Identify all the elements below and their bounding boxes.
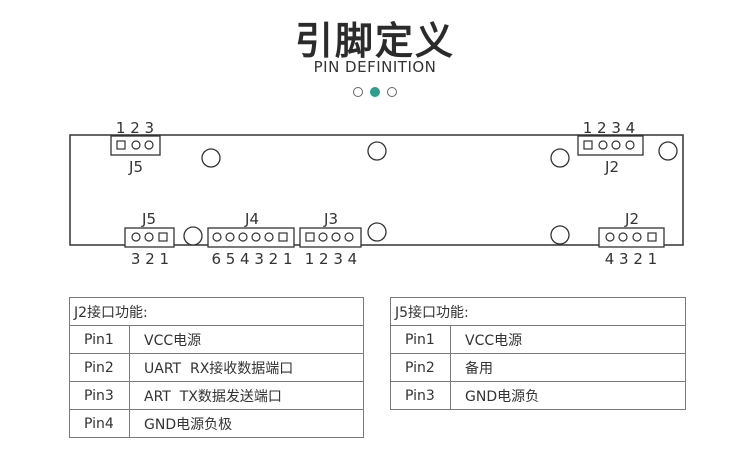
j5-top-label: J5 — [128, 158, 143, 176]
mounting-hole — [658, 141, 678, 161]
j3-label: J3 — [323, 210, 338, 228]
j5-bottom-pin-numbers: 3 2 1 — [131, 250, 169, 268]
j2-top-label: J2 — [604, 158, 619, 176]
connector-j3 — [299, 227, 362, 248]
function-cell: VCC电源 — [450, 325, 686, 354]
pin-cell: Pin2 — [69, 353, 130, 382]
page-subtitle: PIN DEFINITION — [313, 58, 437, 76]
function-cell: GND电源负 — [450, 381, 686, 410]
j4-pin-numbers: 6 5 4 3 2 1 — [211, 250, 292, 268]
connector-j5-top — [110, 135, 161, 156]
pin-cell: Pin2 — [390, 353, 451, 382]
mounting-hole — [183, 226, 203, 246]
connector-j4 — [207, 227, 295, 248]
connector-j2-top — [577, 135, 644, 156]
pager-dots — [353, 87, 399, 99]
table-row: Pin1 VCC电源 — [390, 325, 686, 354]
j4-label: J4 — [244, 210, 259, 228]
mounting-hole — [367, 222, 387, 242]
table-row: Pin2 UART RX接收数据端口 — [69, 353, 364, 382]
table-row: Pin3 GND电源负 — [390, 381, 686, 410]
table-row: Pin4 GND电源负极 — [69, 409, 364, 438]
mounting-hole — [550, 148, 570, 168]
mounting-hole — [550, 225, 570, 245]
pager-dot-1[interactable] — [353, 87, 363, 97]
pin-cell: Pin3 — [69, 381, 130, 410]
j2-bottom-pin-numbers: 4 3 2 1 — [605, 250, 657, 268]
pager-dot-3[interactable] — [387, 87, 397, 97]
j5-bottom-label: J5 — [141, 210, 156, 228]
j3-pin-numbers: 1 2 3 4 — [305, 250, 357, 268]
pin-cell: Pin4 — [69, 409, 130, 438]
page-title: 引脚定义 — [294, 19, 455, 63]
function-cell: UART RX接收数据端口 — [129, 353, 364, 382]
j5-function-table: J5接口功能: Pin1 VCC电源 Pin2 备用 Pin3 GND电源负 — [390, 297, 686, 410]
function-cell: GND电源负极 — [129, 409, 364, 438]
pin-cell: Pin1 — [390, 325, 451, 354]
pcb-diagram: 1 2 3 J5 1 2 3 4 J2 J5 3 2 1 J4 6 5 4 3 … — [69, 119, 684, 268]
mounting-hole — [201, 148, 221, 168]
function-cell: 备用 — [450, 353, 686, 382]
j5-top-pin-numbers: 1 2 3 — [116, 119, 154, 137]
pin-cell: Pin1 — [69, 325, 130, 354]
mounting-hole — [367, 141, 387, 161]
connector-j5-bottom — [124, 227, 175, 248]
pin-cell: Pin3 — [390, 381, 451, 410]
pager-dot-2[interactable] — [370, 87, 380, 97]
j2-function-table: J2接口功能: Pin1 VCC电源 Pin2 UART RX接收数据端口 Pi… — [69, 297, 364, 438]
j2-table-title: J2接口功能: — [69, 297, 364, 326]
table-row: Pin2 备用 — [390, 353, 686, 382]
table-row: Pin1 VCC电源 — [69, 325, 364, 354]
function-cell: VCC电源 — [129, 325, 364, 354]
j2-bottom-label: J2 — [624, 210, 639, 228]
j2-top-pin-numbers: 1 2 3 4 — [583, 119, 635, 137]
connector-j2-bottom — [598, 227, 665, 248]
function-cell: ART TX数据发送端口 — [129, 381, 364, 410]
table-row: Pin3 ART TX数据发送端口 — [69, 381, 364, 410]
j5-table-title: J5接口功能: — [390, 297, 686, 326]
